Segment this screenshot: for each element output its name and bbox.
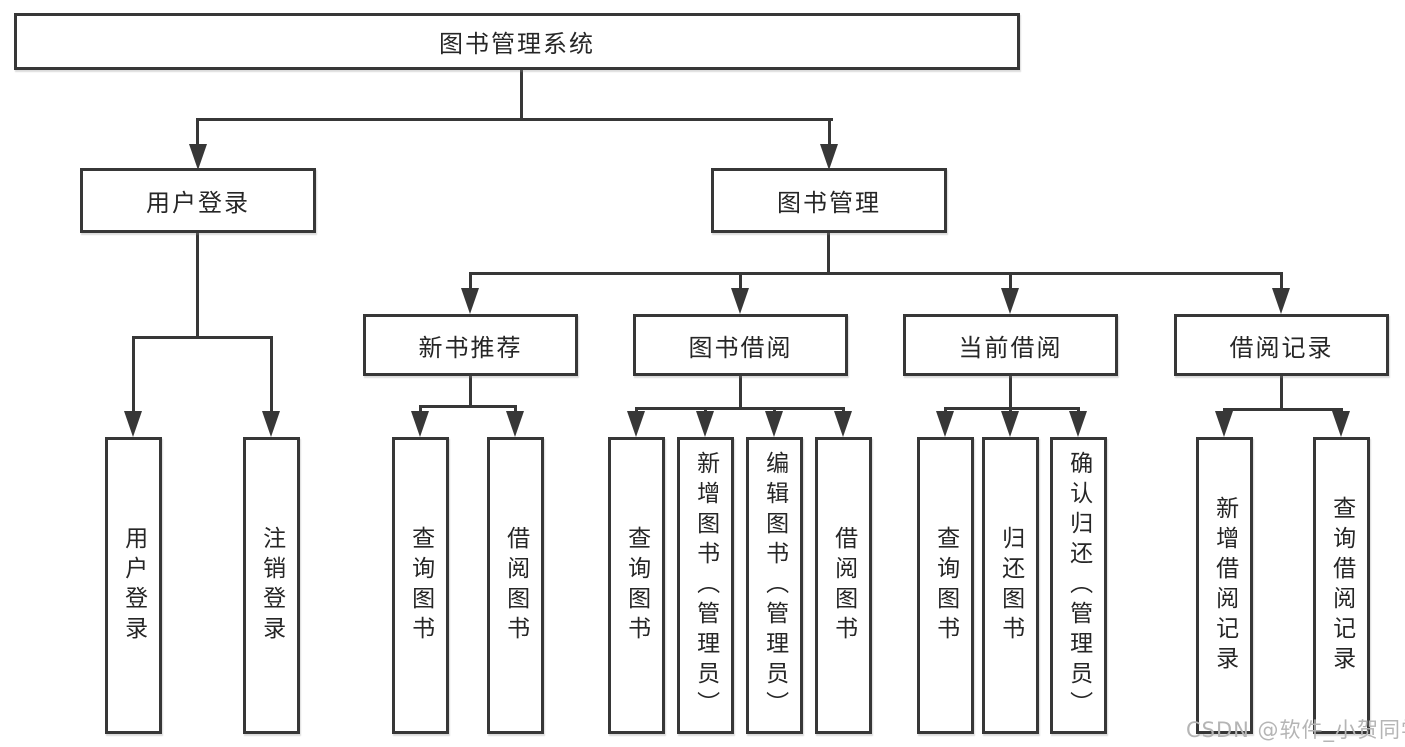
arrow-down-icon [731,288,749,314]
connector-line [635,407,845,410]
leaf-add-borrow-record-label: 新增借阅记录 [1211,495,1238,676]
connector-line [842,407,845,413]
connector-line [520,70,523,118]
arrow-down-icon [262,411,280,437]
connector-line [469,272,472,290]
node-borrowing-records: 借阅记录 [1174,314,1389,376]
connector-line [635,407,638,413]
connector-line [739,272,742,290]
node-current-borrowing: 当前借阅 [903,314,1118,376]
watermark: CSDN @软件_小贺同学 [1186,718,1405,742]
leaf-query-borrow-record: 查询借阅记录 [1313,437,1370,734]
leaf-query-books-recommend-label: 查询图书 [407,525,434,646]
node-user-login: 用户登录 [80,168,316,233]
connector-line [828,118,831,146]
leaf-query-books-recommend: 查询图书 [392,437,449,734]
leaf-confirm-return-admin-label: 确认归还（管理员） [1065,450,1092,721]
arrow-down-icon [1272,288,1290,314]
arrow-down-icon [1001,288,1019,314]
connector-line [1340,408,1343,413]
connector-line [944,407,947,413]
leaf-logout-label: 注销登录 [258,525,285,646]
leaf-add-book-admin-label: 新增图书（管理员） [692,450,719,721]
connector-line [469,376,472,405]
connector-line [739,376,742,407]
leaf-return-book-label: 归还图书 [997,525,1024,646]
leaf-query-books-current-label: 查询图书 [932,525,959,646]
connector-line [1077,407,1080,413]
node-root: 图书管理系统 [14,13,1020,70]
arrow-down-icon [1069,411,1087,437]
leaf-edit-book-admin: 编辑图书（管理员） [746,437,803,734]
connector-line [196,118,199,146]
leaf-user-login: 用户登录 [105,437,162,734]
connector-line [419,405,422,413]
connector-line [1223,408,1226,413]
connector-line [132,336,135,414]
leaf-user-login-label: 用户登录 [120,525,147,646]
leaf-borrow-books-borrowing-label: 借阅图书 [830,525,857,646]
connector-line [1280,376,1283,409]
connector-line [704,407,707,413]
arrow-down-icon [1332,411,1350,437]
arrow-down-icon [627,411,645,437]
node-new-book-recommend: 新书推荐 [363,314,578,376]
connector-line [469,272,1282,275]
connector-line [196,118,833,121]
arrow-down-icon [411,411,429,437]
connector-line [514,405,517,413]
node-book-borrowing: 图书借阅 [633,314,848,376]
arrow-down-icon [834,411,852,437]
connector-line [196,233,199,336]
leaf-borrow-books-borrowing: 借阅图书 [815,437,872,734]
arrow-down-icon [1215,411,1233,437]
connector-line [944,407,1080,410]
connector-line [419,405,517,408]
connector-line [270,336,273,414]
leaf-query-borrow-record-label: 查询借阅记录 [1328,495,1355,676]
leaf-logout: 注销登录 [243,437,300,734]
arrow-down-icon [1001,411,1019,437]
leaf-query-books-borrowing-label: 查询图书 [623,525,650,646]
arrow-down-icon [696,411,714,437]
arrow-down-icon [936,411,954,437]
arrow-down-icon [124,411,142,437]
leaf-query-books-current: 查询图书 [917,437,974,734]
leaf-return-book: 归还图书 [982,437,1039,734]
connector-line [132,336,273,339]
arrow-down-icon [820,144,838,170]
leaf-borrow-books-recommend: 借阅图书 [487,437,544,734]
connector-line [1009,272,1012,290]
leaf-add-book-admin: 新增图书（管理员） [677,437,734,734]
leaf-add-borrow-record: 新增借阅记录 [1196,437,1253,734]
connector-line [827,233,830,272]
leaf-edit-book-admin-label: 编辑图书（管理员） [761,450,788,721]
arrow-down-icon [506,411,524,437]
arrow-down-icon [765,411,783,437]
connector-line [1280,272,1283,290]
leaf-query-books-borrowing: 查询图书 [608,437,665,734]
leaf-borrow-books-recommend-label: 借阅图书 [502,525,529,646]
node-book-management: 图书管理 [711,168,947,233]
connector-line [1223,408,1343,411]
connector-line [1009,376,1012,407]
arrow-down-icon [461,288,479,314]
connector-line [773,407,776,413]
arrow-down-icon [189,144,207,170]
leaf-confirm-return-admin: 确认归还（管理员） [1050,437,1107,734]
connector-line [1009,407,1012,413]
